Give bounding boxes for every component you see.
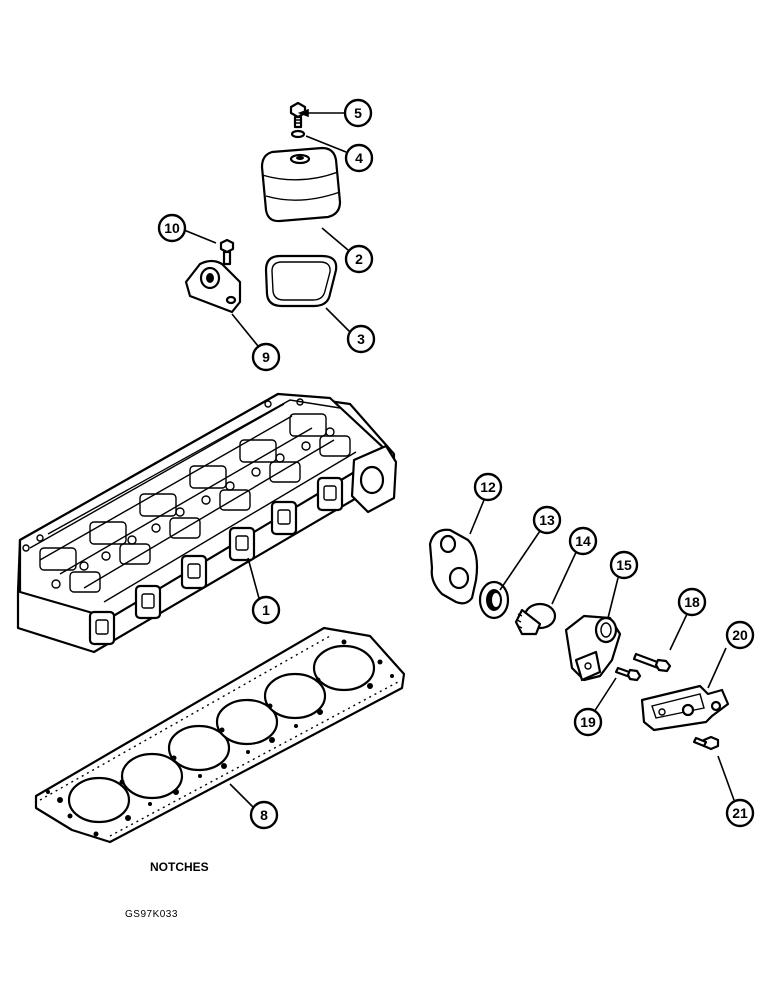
svg-text:18: 18 <box>684 594 700 610</box>
part-18-bolt <box>632 652 672 673</box>
part-3-gasket <box>264 254 338 308</box>
part-13-seal <box>478 580 510 620</box>
callout-12: 12 <box>473 472 503 502</box>
callout-4: 4 <box>344 143 374 173</box>
callout-18: 18 <box>677 587 707 617</box>
callout-21: 21 <box>725 798 755 828</box>
callout-14: 14 <box>568 526 598 556</box>
callout-15: 15 <box>609 550 639 580</box>
svg-text:8: 8 <box>260 807 268 823</box>
callout-2: 2 <box>344 244 374 274</box>
svg-text:2: 2 <box>355 251 363 267</box>
part-1-cylinder-head <box>16 392 398 654</box>
svg-text:19: 19 <box>580 714 596 730</box>
part-20-bracket <box>640 684 730 732</box>
svg-text:9: 9 <box>262 349 270 365</box>
svg-text:4: 4 <box>355 150 363 166</box>
callout-10: 10 <box>157 213 187 243</box>
svg-text:10: 10 <box>164 220 180 236</box>
leader-lines <box>183 108 735 809</box>
part-5-bolt <box>289 101 307 129</box>
part-9-bracket <box>184 259 242 314</box>
svg-text:15: 15 <box>616 557 632 573</box>
svg-text:14: 14 <box>575 533 591 549</box>
callout-3: 3 <box>346 324 376 354</box>
part-19-bolt <box>614 666 642 682</box>
svg-text:21: 21 <box>732 805 748 821</box>
svg-text:5: 5 <box>354 105 362 121</box>
part-12-gasket <box>428 528 479 605</box>
figure-code: GS97K033 <box>125 909 178 920</box>
svg-text:13: 13 <box>539 512 555 528</box>
callout-1: 1 <box>251 595 281 625</box>
part-2-cover <box>260 146 342 223</box>
part-10-bolt <box>219 238 235 266</box>
part-15-thermostat-housing <box>564 614 622 682</box>
callout-19: 19 <box>573 707 603 737</box>
svg-text:12: 12 <box>480 479 496 495</box>
part-21-bolt <box>692 735 720 751</box>
callout-5: 5 <box>343 98 373 128</box>
part-14-thermostat <box>514 602 557 636</box>
part-4-washer <box>290 129 306 139</box>
callout-8: 8 <box>249 800 279 830</box>
callout-20: 20 <box>725 620 755 650</box>
notches-label: NOTCHES <box>150 860 209 874</box>
callout-13: 13 <box>532 505 562 535</box>
svg-text:3: 3 <box>357 331 365 347</box>
part-8-head-gasket <box>34 626 406 844</box>
svg-text:1: 1 <box>262 602 270 618</box>
svg-text:20: 20 <box>732 627 748 643</box>
callout-9: 9 <box>251 342 281 372</box>
